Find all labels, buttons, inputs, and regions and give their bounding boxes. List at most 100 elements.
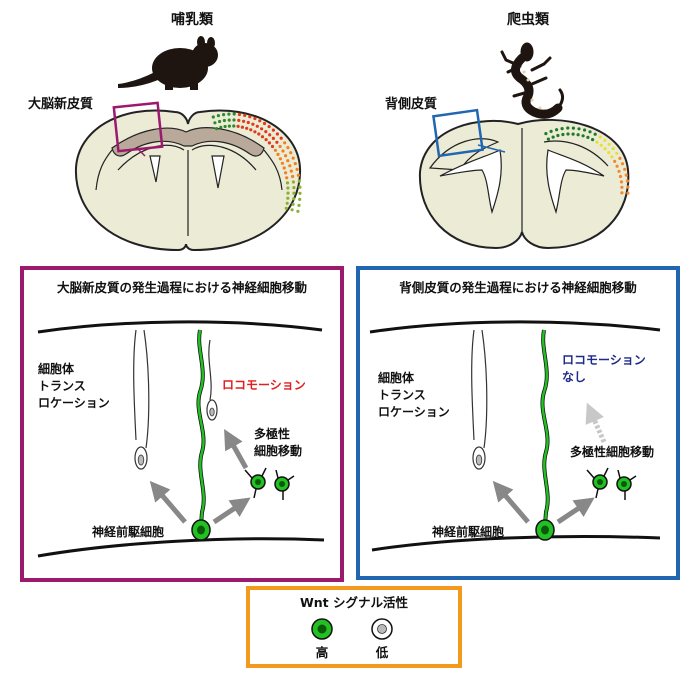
cortex-dot <box>222 113 226 117</box>
cortex-dot <box>271 128 275 132</box>
cortex-dot <box>236 124 240 128</box>
cortex-dot <box>598 135 602 139</box>
cortex-dot <box>245 126 249 130</box>
cortex-dot <box>240 125 244 129</box>
cortex-dot <box>544 132 548 136</box>
cortex-dot <box>551 135 555 139</box>
reptile-ventricular-surface <box>371 535 661 552</box>
cortex-dot <box>237 118 241 122</box>
cortex-dot <box>267 141 271 145</box>
cortex-dot <box>619 180 624 184</box>
reptile-radial-glia <box>535 329 555 541</box>
cortex-dot <box>603 138 607 142</box>
cortex-dot <box>620 162 625 166</box>
cortex-dot <box>566 132 570 136</box>
cortex-dot <box>624 173 628 177</box>
cortex-dot <box>571 132 575 136</box>
mammal-ventricular-surface <box>37 537 325 558</box>
neocortex-label: 大脳新皮質 <box>28 96 93 112</box>
reptile-locomotion-line2: なし <box>562 370 586 384</box>
cortex-dot <box>289 169 293 173</box>
cortex-dot <box>227 112 231 116</box>
cortex-dot <box>617 169 621 173</box>
legend-high-label: 高 <box>316 645 329 660</box>
mammal-cortex-dots <box>211 112 302 213</box>
mammal-arrow-multipolar <box>212 497 251 525</box>
mammal-panel-frame <box>20 266 344 582</box>
reptile-somal-line1: 細胞体 <box>378 370 415 385</box>
legend-title: Wnt シグナル活性 <box>300 595 409 610</box>
cortex-dot <box>216 114 220 118</box>
cortex-dot <box>626 191 630 195</box>
cortex-dot <box>607 142 611 146</box>
cortex-dot <box>615 164 619 168</box>
cortex-dot <box>292 197 296 201</box>
cortex-dot <box>296 173 300 177</box>
cortex-dot <box>284 171 288 175</box>
cortex-dot <box>588 130 592 134</box>
cortex-dot <box>289 151 293 155</box>
cortex-dot <box>561 132 565 137</box>
mammal-somal-line2: トランス <box>38 379 86 393</box>
cortex-dot <box>285 176 289 180</box>
cortex-dot <box>243 113 247 117</box>
reptile-arrow-multipolar <box>556 497 595 525</box>
cortex-dot <box>290 208 294 212</box>
cortex-dot <box>275 132 279 136</box>
cortex-dot <box>284 154 288 158</box>
lizard-spots <box>522 70 542 110</box>
cortex-dot <box>283 141 287 145</box>
cortex-dot <box>626 185 630 189</box>
cortex-dot <box>227 124 231 128</box>
cortex-dot <box>571 126 576 130</box>
reptile-progenitor-label: 神経前駆細胞 <box>432 524 504 539</box>
mammal-brain-section <box>74 109 302 252</box>
mammal-pial-surface <box>37 320 323 334</box>
cortex-dot <box>275 140 279 144</box>
mammal-somal-line1: 細胞体 <box>38 361 75 376</box>
cortex-dot <box>281 149 285 153</box>
mammal-arrow-locomotion <box>224 429 249 470</box>
cortex-dot <box>264 130 268 134</box>
cortex-dot <box>227 118 231 122</box>
cortex-dot <box>295 167 299 171</box>
cortex-dot <box>620 191 624 195</box>
cortex-dot <box>286 146 290 150</box>
neocortex-highlight-box <box>112 101 164 153</box>
cortex-dot <box>264 138 268 142</box>
legend-low-label: 低 <box>375 645 389 660</box>
dorsal-cortex-pointer <box>477 144 506 153</box>
cortex-dot <box>232 112 236 116</box>
cortex-dot <box>255 124 259 128</box>
legend-high-cell-icon <box>311 618 333 640</box>
mammal-multipolar-cells <box>244 467 295 500</box>
cortex-dot <box>296 209 300 213</box>
cortex-dot <box>253 130 257 134</box>
cortex-dot <box>549 129 553 133</box>
cortex-dot <box>246 120 250 125</box>
cortex-dot <box>271 136 275 140</box>
cortex-dot <box>280 161 284 165</box>
cortex-dot <box>248 115 252 119</box>
cortex-dot <box>546 137 551 141</box>
cortex-dot <box>298 191 302 195</box>
cortex-dot <box>211 115 215 119</box>
reptile-panel-title: 背側皮質の発生過程における神経細胞移動 <box>399 280 637 295</box>
cortex-dot <box>284 206 288 210</box>
cortex-dot <box>591 138 595 142</box>
cortex-dot <box>291 180 295 184</box>
cortex-dot <box>593 132 597 136</box>
mammal-locomoting-neuron <box>206 339 218 421</box>
cortex-dot <box>297 203 301 207</box>
cortex-dot <box>278 144 282 149</box>
cortex-dot <box>218 119 222 124</box>
cortex-dot <box>251 122 255 126</box>
cortex-dot <box>291 156 295 160</box>
cortex-dot <box>293 162 297 166</box>
cortex-dot <box>292 186 296 190</box>
cortex-dot <box>286 191 290 195</box>
cortex-dot <box>267 125 271 129</box>
cortex-dot <box>286 186 290 190</box>
cortex-dot <box>595 140 599 144</box>
